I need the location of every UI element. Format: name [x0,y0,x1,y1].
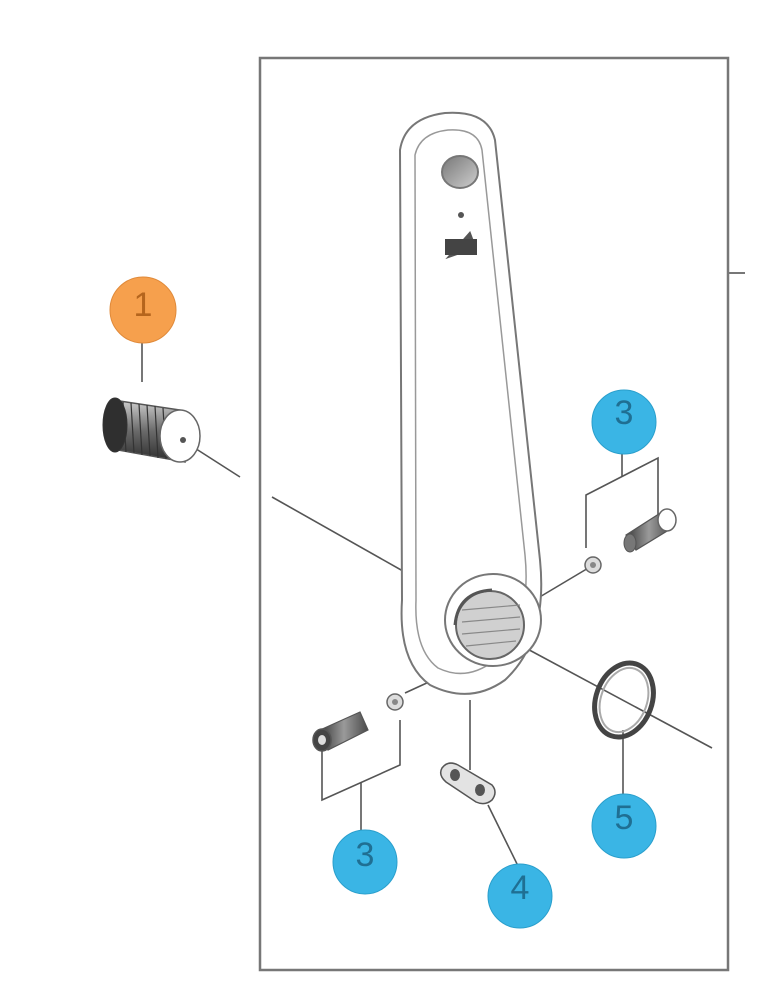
callout-label: 1 [134,286,153,324]
callout-3-bottom: 3 [332,829,398,895]
callout-label: 3 [615,394,634,432]
stopper-plate-icon [439,762,496,805]
callout-label: 5 [615,799,634,837]
callout-label: 4 [511,869,530,907]
crank-arm-icon [398,111,543,695]
callout-4: 4 [487,863,553,929]
diagram-frame [258,56,730,972]
cap-bolt-icon [102,397,201,463]
callout-label: 3 [356,836,375,874]
pinch-bolt-icon [584,508,677,574]
callout-5: 5 [591,793,657,859]
callout-1: 1 [109,276,177,344]
callout-3-top: 3 [591,389,657,455]
o-ring-icon [592,660,656,740]
pinch-bolt-icon [312,693,404,752]
